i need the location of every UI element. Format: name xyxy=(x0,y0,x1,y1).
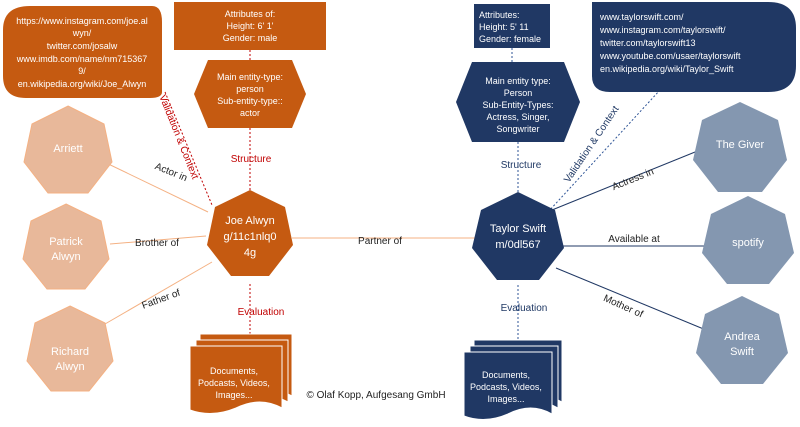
father-of-edge xyxy=(104,261,213,325)
right-evaluation-label: Evaluation xyxy=(501,303,548,314)
right-url-line-4: en.wikipedia.org/wiki/Taylor_Swift xyxy=(600,64,734,74)
left-url-box: https://www.instagram.com/joe.al wyn/ tw… xyxy=(3,6,162,98)
andrea-label-0: Andrea xyxy=(724,331,760,343)
copyright-text: © Olaf Kopp, Aufgesang GmbH xyxy=(306,390,445,401)
taylor-swift-node[interactable]: Taylor Swift m/0dl567 xyxy=(472,192,564,280)
right-entity-line-1: Person xyxy=(504,88,533,98)
right-attr-line-2: Gender: female xyxy=(479,34,541,44)
left-url-line-0: https://www.instagram.com/joe.al xyxy=(16,16,148,26)
joe-alwyn-name: Joe Alwyn xyxy=(225,215,275,227)
right-attributes-box: Attributes: Height: 5' 11 Gender: female xyxy=(474,4,550,48)
joe-alwyn-id: g/11c1nlq0 xyxy=(223,231,276,243)
richard-label-1: Alwyn xyxy=(55,361,84,373)
left-url-line-3: www.imdb.com/name/nm715367 xyxy=(16,54,148,64)
right-entity-line-0: Main entity type: xyxy=(485,76,551,86)
taylor-swift-name: Taylor Swift xyxy=(490,223,546,235)
left-url-line-1: wyn/ xyxy=(72,28,92,38)
right-url-line-0: www.taylorswift.com/ xyxy=(599,12,684,22)
left-entity-line-3: actor xyxy=(240,108,260,118)
left-entity-line-0: Main entity-type: xyxy=(217,72,283,82)
right-attr-line-1: Height: 5' 11 xyxy=(479,22,529,32)
left-attributes-box: Attributes of: Height: 6' 1' Gender: mal… xyxy=(174,2,326,50)
left-documents-stack: Documents, Podcasts, Videos, Images... xyxy=(189,333,293,414)
left-url-line-2: twitter.com/josalw xyxy=(47,41,118,51)
taylor-swift-id: m/0dl567 xyxy=(495,239,540,251)
patrick-alwyn-node[interactable]: Patrick Alwyn xyxy=(22,203,110,290)
left-doc-line-1: Podcasts, Videos, xyxy=(198,378,270,388)
left-entity-line-2: Sub-entity-type:: xyxy=(217,96,283,106)
brother-of-edge xyxy=(109,235,207,245)
right-url-line-3: www.youtube.com/usaer/taylorswift xyxy=(599,51,741,61)
right-doc-line-0: Documents, xyxy=(482,370,530,380)
richard-label-0: Richard xyxy=(51,346,89,358)
actor-in-edge xyxy=(99,159,209,213)
arriett-label: Arriett xyxy=(53,143,82,155)
actress-in-edge xyxy=(551,149,701,211)
right-documents-stack: Documents, Podcasts, Videos, Images... xyxy=(463,339,563,420)
brother-of-label: Brother of xyxy=(135,238,179,249)
right-url-line-1: www.instagram.com/taylorswift/ xyxy=(599,25,726,35)
right-entity-line-4: Songwriter xyxy=(496,124,539,134)
right-entity-line-3: Actress, Singer, xyxy=(486,112,549,122)
mother-of-edge xyxy=(555,267,707,331)
available-at-label: Available at xyxy=(608,234,660,245)
joe-alwyn-node[interactable]: Joe Alwyn g/11c1nlq0 4g xyxy=(207,190,293,276)
patrick-label-0: Patrick xyxy=(49,236,83,248)
left-structure-label: Structure xyxy=(231,154,272,165)
left-attr-line-1: Height: 6' 1' xyxy=(227,21,274,31)
andrea-label-1: Swift xyxy=(730,346,754,358)
left-attr-line-2: Gender: male xyxy=(223,33,278,43)
left-entity-line-1: person xyxy=(236,84,264,94)
andrea-swift-node[interactable]: Andrea Swift xyxy=(696,296,788,384)
right-structure-label: Structure xyxy=(501,160,542,171)
left-entity-type-hexagon: Main entity-type: person Sub-entity-type… xyxy=(194,60,306,128)
right-doc-line-2: Images... xyxy=(487,394,524,404)
left-attr-line-0: Attributes of: xyxy=(225,9,276,19)
right-url-box: www.taylorswift.com/ www.instagram.com/t… xyxy=(592,2,796,92)
mother-of-label: Mother of xyxy=(601,293,644,320)
patrick-label-1: Alwyn xyxy=(51,251,80,263)
right-attr-line-0: Attributes: xyxy=(479,10,520,20)
left-validation-edge xyxy=(164,91,213,206)
joe-alwyn-id-suffix: 4g xyxy=(244,247,256,259)
right-entity-type-hexagon: Main entity type: Person Sub-Entity-Type… xyxy=(456,62,580,142)
arriett-node[interactable]: Arriett xyxy=(23,105,113,194)
the-giver-node[interactable]: The Giver xyxy=(693,102,787,192)
the-giver-label: The Giver xyxy=(716,139,765,151)
left-doc-line-2: Images... xyxy=(215,390,252,400)
right-url-line-2: twitter.com/taylorswift13 xyxy=(600,38,696,48)
richard-alwyn-node[interactable]: Richard Alwyn xyxy=(26,305,114,392)
left-doc-line-0: Documents, xyxy=(210,366,258,376)
spotify-label: spotify xyxy=(732,237,764,249)
spotify-node[interactable]: spotify xyxy=(702,196,794,284)
right-entity-line-2: Sub-Entity-Types: xyxy=(482,100,553,110)
partner-of-label: Partner of xyxy=(358,236,402,247)
connectors xyxy=(99,48,708,340)
right-doc-line-1: Podcasts, Videos, xyxy=(470,382,542,392)
left-evaluation-label: Evaluation xyxy=(238,307,285,318)
left-url-line-4: 9/ xyxy=(78,66,86,76)
left-url-line-5: en.wikipedia.org/wiki/Joe_Alwyn xyxy=(18,79,147,89)
actress-in-label: Actress in xyxy=(611,166,656,193)
actor-in-label: Actor in xyxy=(153,161,189,184)
